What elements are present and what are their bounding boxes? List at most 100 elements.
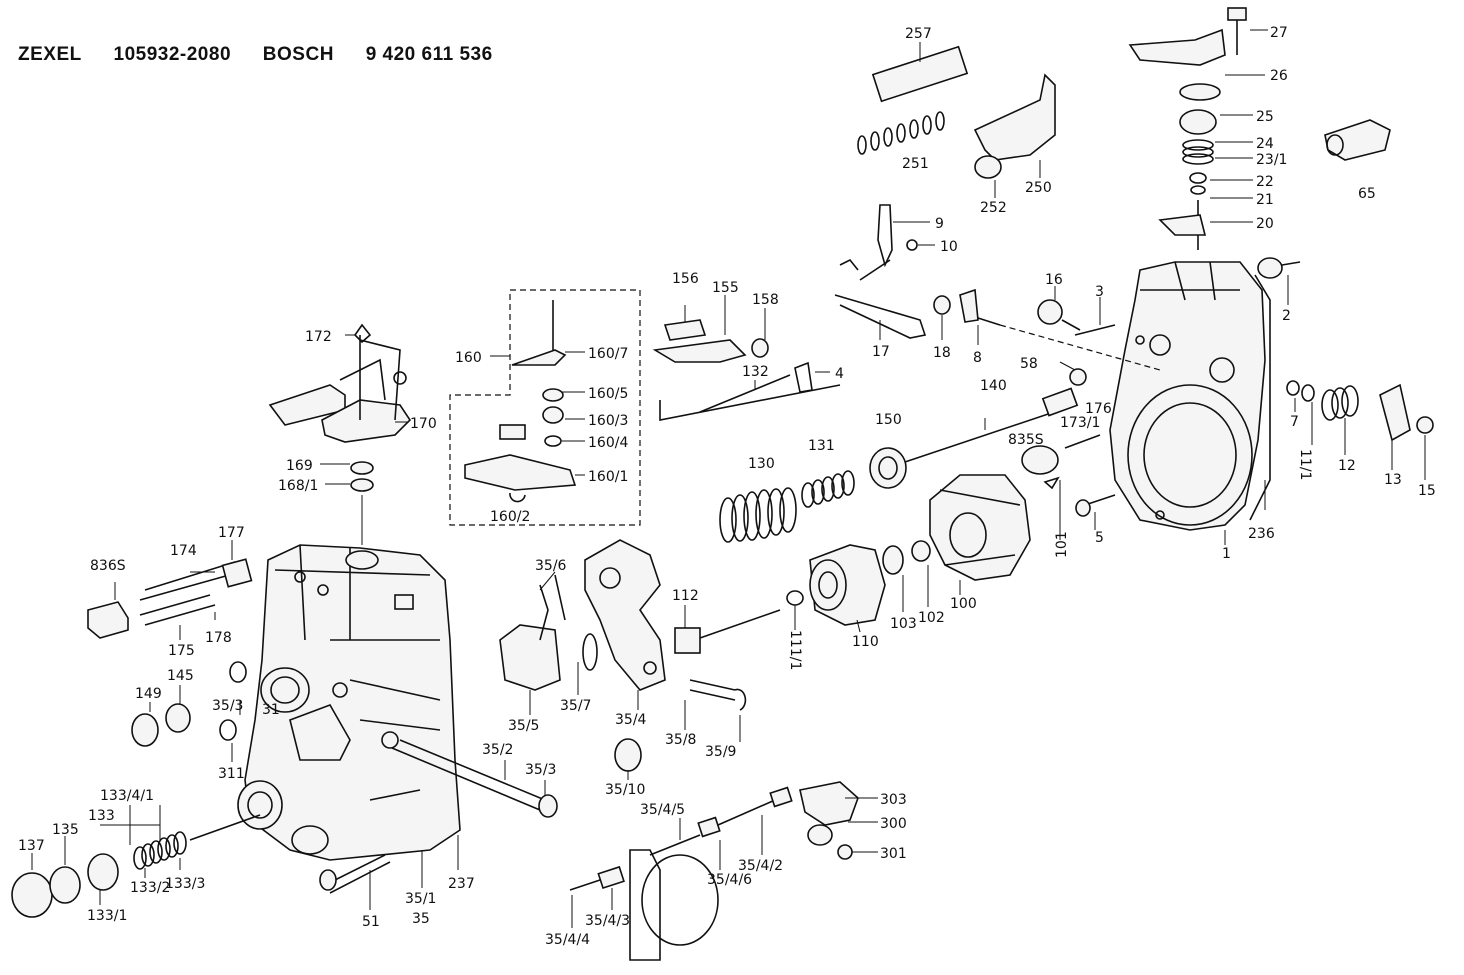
label-110: 110 xyxy=(852,634,879,650)
label-9: 9 xyxy=(935,216,944,232)
label-158: 158 xyxy=(752,292,779,308)
label-12: 12 xyxy=(1338,458,1356,474)
diagram-header: ZEXEL 105932-2080 BOSCH 9 420 611 536 xyxy=(18,44,519,66)
label-300: 300 xyxy=(880,816,907,832)
label-133-4-1: 133/4/1 xyxy=(100,788,154,804)
label-58: 58 xyxy=(1020,356,1038,372)
label-16: 16 xyxy=(1045,272,1063,288)
label-250: 250 xyxy=(1025,180,1052,196)
label-21: 21 xyxy=(1256,192,1274,208)
label-251: 251 xyxy=(902,156,929,172)
label-156: 156 xyxy=(672,271,699,287)
label-100: 100 xyxy=(950,596,977,612)
label-23-1: 23/1 xyxy=(1256,152,1287,168)
upper-parts xyxy=(857,7,1391,250)
bracket-170 xyxy=(268,323,412,545)
sleeve-parts xyxy=(786,540,931,626)
brand-bosch: BOSCH xyxy=(262,44,334,65)
label-35-4-3: 35/4/3 xyxy=(585,913,630,929)
dashed-box-160 xyxy=(449,289,641,526)
label-168-1: 168/1 xyxy=(278,478,318,494)
right-small-parts xyxy=(1021,257,1434,517)
label-11-1: 11/1 xyxy=(1297,449,1313,480)
label-133-3: 133/3 xyxy=(165,876,205,892)
label-172: 172 xyxy=(305,329,332,345)
label-35-3a: 35/3 xyxy=(212,698,243,714)
label-24: 24 xyxy=(1256,136,1274,152)
housing-left xyxy=(237,544,461,861)
label-173-1: 173/1 xyxy=(1060,415,1100,431)
label-26: 26 xyxy=(1270,68,1288,84)
flyweight-assembly xyxy=(929,474,1031,581)
part-number-bosch: 9 420 611 536 xyxy=(365,44,493,65)
label-65: 65 xyxy=(1358,186,1376,202)
label-133: 133 xyxy=(88,808,115,824)
label-35-4: 35/4 xyxy=(615,712,647,728)
part-number-zexel: 105932-2080 xyxy=(113,44,232,65)
label-25: 25 xyxy=(1256,109,1274,125)
label-131: 131 xyxy=(808,438,835,454)
label-177: 177 xyxy=(218,525,245,541)
lever-assembly xyxy=(499,539,781,772)
label-35: 35 xyxy=(412,911,430,927)
label-35-3b: 35/3 xyxy=(525,762,556,778)
label-160-4: 160/4 xyxy=(588,435,628,451)
lower-right-parts xyxy=(569,781,859,961)
label-5: 5 xyxy=(1095,530,1104,546)
label-111-1: 111/1 xyxy=(787,630,803,670)
brand-zexel: ZEXEL xyxy=(18,44,82,65)
label-257: 257 xyxy=(905,26,932,42)
label-7: 7 xyxy=(1290,414,1299,430)
label-3: 3 xyxy=(1095,284,1104,300)
label-27: 27 xyxy=(1270,25,1288,41)
label-237: 237 xyxy=(448,876,475,892)
label-31: 31 xyxy=(262,702,280,718)
label-174: 174 xyxy=(170,543,197,559)
label-135: 135 xyxy=(52,822,79,838)
governor-housing xyxy=(1109,261,1271,531)
label-160: 160 xyxy=(455,350,482,366)
label-132: 132 xyxy=(742,364,769,380)
label-160-7: 160/7 xyxy=(588,346,628,362)
label-35-9: 35/9 xyxy=(705,744,736,760)
label-35-7: 35/7 xyxy=(560,698,591,714)
leader-lines xyxy=(31,29,1426,928)
label-150: 150 xyxy=(875,412,902,428)
label-8: 8 xyxy=(973,350,982,366)
label-303: 303 xyxy=(880,792,907,808)
label-103: 103 xyxy=(890,616,917,632)
label-236: 236 xyxy=(1248,526,1275,542)
label-178: 178 xyxy=(205,630,232,646)
label-170: 170 xyxy=(410,416,437,432)
label-175: 175 xyxy=(168,643,195,659)
label-35-8: 35/8 xyxy=(665,732,696,748)
label-145: 145 xyxy=(167,668,194,684)
label-18: 18 xyxy=(933,345,951,361)
label-35-2: 35/2 xyxy=(482,742,513,758)
label-835S: 835S xyxy=(1008,432,1044,448)
label-51: 51 xyxy=(362,914,380,930)
label-252: 252 xyxy=(980,200,1007,216)
label-160-2: 160/2 xyxy=(490,509,530,525)
label-112: 112 xyxy=(672,588,699,604)
label-101: 101 xyxy=(1054,531,1070,558)
label-22: 22 xyxy=(1256,174,1274,190)
label-2: 2 xyxy=(1282,308,1291,324)
label-35-5: 35/5 xyxy=(508,718,539,734)
label-160-3: 160/3 xyxy=(588,413,628,429)
left-small-parts xyxy=(11,558,558,918)
label-836S: 836S xyxy=(90,558,126,574)
label-176: 176 xyxy=(1085,401,1112,417)
label-133-1: 133/1 xyxy=(87,908,127,924)
label-35-4-2: 35/4/2 xyxy=(738,858,783,874)
label-160-1: 160/1 xyxy=(588,469,628,485)
label-10: 10 xyxy=(940,239,958,255)
linkage-parts xyxy=(652,204,1161,421)
label-133-2: 133/2 xyxy=(130,880,170,896)
label-17: 17 xyxy=(872,344,890,360)
label-311: 311 xyxy=(218,766,245,782)
label-15: 15 xyxy=(1418,483,1436,499)
label-169: 169 xyxy=(286,458,313,474)
label-149: 149 xyxy=(135,686,162,702)
